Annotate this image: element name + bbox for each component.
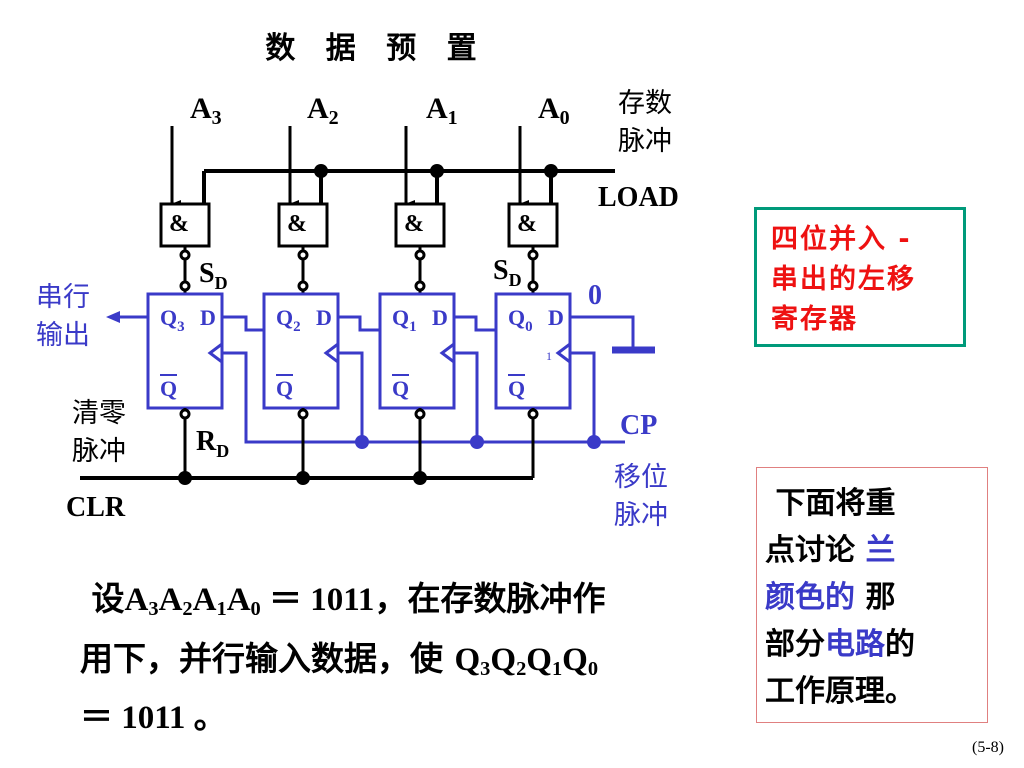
desc-line-3: 颜色的 那 [765,580,896,615]
clear-pulse-label-1: 清零 [72,398,126,429]
clock-mark: 1 [546,349,552,363]
rd-label: RD [196,426,229,461]
ff-q0-label: Q0 [508,305,533,335]
desc-line-1: 下面将重 [775,486,896,521]
shift-chain-wires [118,315,635,350]
input-label-a3: A3 [190,92,222,129]
explanation-line-3: ＝ 1011 。 [80,700,227,737]
cp-label: CP [620,410,657,441]
description-box: 下面将重 点讨论 兰 颜色的 那 部分电路的 工作原理。 [756,467,988,723]
explanation-line-2: 用下，并行输入数据，使 Q3Q2Q1Q0 [80,639,599,681]
input-labels: A3 A2 A1 A0 [190,92,570,129]
serial-in-value: 0 [588,280,602,311]
sd-label-left: SD [199,258,228,293]
ff-qbar3-label: Q [160,376,177,401]
flipflops [146,292,572,410]
ff-qbar2-label: Q [276,376,293,401]
sd-wires [179,246,539,293]
clock-junctions [355,435,601,449]
clear-pulse-label-2: 脉冲 [72,436,126,467]
and-gate-symbol: & [287,211,307,237]
explanation-text: 设A3A2A1A0 ＝ 1011，在存数脉冲作 用下，并行输入数据，使 Q3Q2… [80,574,740,743]
ff-q1-label: Q1 [392,305,417,335]
ff-d2-label: D [316,305,332,330]
ff-d1-label: D [432,305,448,330]
ff-d0-label: D [548,305,564,330]
sd-label-right: SD [493,255,522,290]
serial-out-label-1: 串行 [36,282,90,313]
clr-junctions [178,471,427,485]
input-label-a0: A0 [538,92,570,129]
note-line-3: 寄存器 [771,304,858,335]
ff-qbar0-label: Q [508,376,525,401]
and-gate-2 [277,202,329,248]
flipflop-q2 [262,292,340,410]
rd-wires [179,408,539,478]
input-label-a1: A1 [426,92,458,129]
flipflop-q1 [378,292,456,410]
ff-d3-label: D [200,305,216,330]
serial-out-label-2: 输出 [36,320,90,351]
desc-line-2: 点讨论 兰 [765,533,896,568]
diagram-title: 数 据 预 置 [265,31,486,66]
and-gate-symbol: & [169,211,189,237]
and-gates [159,202,559,248]
note-line-1: 四位并入 - [771,224,912,255]
load-junctions [314,164,558,178]
and-gate-symbol: & [404,211,424,237]
shift-pulse-label-1: 移位 [614,462,668,493]
ff-q3-label: Q3 [160,305,185,335]
shift-pulse-label-2: 脉冲 [614,500,668,531]
load-label: LOAD [598,182,679,213]
ff-q2-label: Q2 [276,305,301,335]
flipflop-q0 [494,292,572,410]
page-number: (5-8) [972,739,1004,756]
input-label-a2: A2 [307,92,339,129]
ff-qbar1-label: Q [392,376,409,401]
clr-label: CLR [66,492,126,523]
load-pulse-label-2: 脉冲 [618,126,672,157]
load-pulse-label-1: 存数 [618,88,672,119]
input-arrows [170,126,529,208]
desc-line-5: 工作原理。 [765,674,915,709]
clock-bus [222,351,625,444]
note-line-2: 串出的左移 [771,264,916,295]
explanation-line-1: 设A3A2A1A0 ＝ 1011，在存数脉冲作 [91,579,606,621]
desc-line-4: 部分电路的 [765,627,915,662]
flipflop-q3 [146,292,224,410]
register-type-note: 四位并入 - 串出的左移 寄存器 [754,207,966,347]
serial-out-arrow [106,311,120,323]
and-gate-symbol: & [517,211,537,237]
and-gate-0 [507,202,559,248]
clock-triangles [207,342,571,364]
and-gate-3 [159,202,211,248]
